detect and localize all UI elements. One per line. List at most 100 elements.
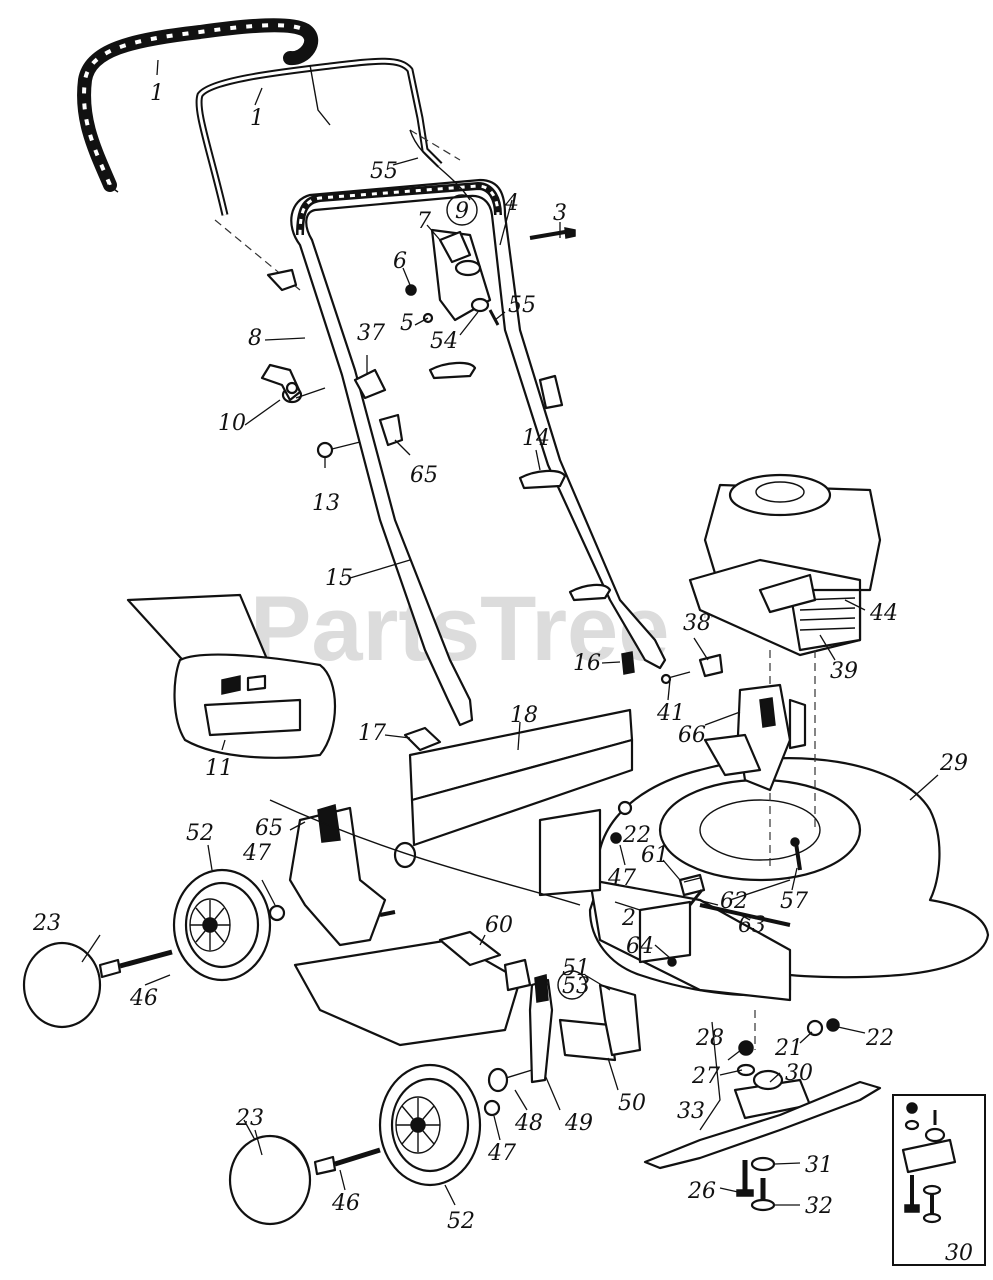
callout-2: 2 (621, 906, 636, 931)
bracket-plate-50 (558, 1018, 617, 1062)
callout-38: 38 (683, 611, 711, 636)
callout-23b: 23 (235, 1106, 264, 1131)
control-bracket (430, 228, 492, 322)
callout-54: 54 (430, 329, 458, 354)
callout-28: 28 (695, 1026, 724, 1051)
blade-bolt-32 (750, 1178, 776, 1212)
callout-32: 32 (805, 1194, 833, 1219)
callout-52a: 52 (186, 821, 214, 846)
callout-52b: 52 (447, 1209, 475, 1234)
callout-1a: 1 (150, 81, 164, 106)
wheel-bracket-49 (528, 974, 554, 1084)
washer-31 (750, 1156, 776, 1172)
callout-27: 27 (691, 1064, 720, 1089)
wing-knob-10 (260, 363, 302, 402)
callout-8: 8 (248, 326, 262, 351)
cable-tie-lower (568, 583, 612, 602)
callout-47a: 47 (242, 841, 271, 866)
bolt-16 (621, 651, 635, 675)
handle-bolt-13 (316, 441, 361, 459)
blade-adapter-30 (733, 1069, 812, 1120)
callout-63: 63 (738, 913, 766, 938)
callout-46b: 46 (331, 1191, 360, 1216)
callout-9-circle (446, 194, 478, 226)
callout-44: 44 (869, 601, 898, 626)
callout-labels: 1 1 3 4 5 6 7 8 9 10 11 13 14 15 16 17 1… (32, 81, 973, 1266)
callout-16: 16 (573, 651, 601, 676)
callout-46a: 46 (129, 986, 158, 1011)
callout-47b: 47 (607, 866, 636, 891)
lower-handle (290, 178, 667, 727)
side-discharge-chute (293, 930, 532, 1047)
callout-64: 64 (626, 934, 654, 959)
bracket-38 (698, 653, 724, 678)
deck-hardware-21-22 (806, 1018, 840, 1037)
callout-65a: 65 (255, 816, 283, 841)
callout-41: 41 (656, 701, 685, 726)
mower-blade-33 (643, 1080, 882, 1170)
callout-11: 11 (205, 756, 233, 781)
cable-clip-65 (378, 413, 404, 447)
callout-3: 3 (553, 201, 567, 226)
screw-41 (660, 671, 691, 685)
callout-39: 39 (830, 659, 858, 684)
part-53-circled (557, 970, 587, 1000)
callout-10: 10 (218, 411, 246, 436)
washer-47-bottom (483, 1099, 501, 1117)
axle-bolt-46-top (98, 949, 173, 979)
door-bracket-17 (403, 726, 442, 752)
bolt-64 (667, 957, 677, 967)
blade-bolt-26 (736, 1160, 754, 1197)
grass-catcher-bag (126, 593, 336, 759)
callout-5: 5 (400, 311, 414, 336)
callout-22a: 22 (622, 823, 651, 848)
callout-61: 61 (641, 843, 669, 868)
callout-50: 50 (618, 1091, 646, 1116)
callout-66: 66 (678, 723, 706, 748)
callout-30b: 30 (945, 1241, 973, 1266)
callout-14: 14 (522, 426, 550, 451)
deck-hardware-22-47 (610, 800, 633, 844)
cable-tie-upper (428, 361, 477, 380)
washer-47-top (268, 904, 286, 922)
callout-17: 17 (358, 721, 386, 746)
hubcap-23-top (22, 941, 102, 1029)
spring-61 (678, 873, 706, 897)
leader-lines (81, 59, 939, 1206)
callout-62: 62 (720, 889, 748, 914)
callout-53: 53 (562, 974, 590, 999)
hubcap-23-bottom (228, 1134, 312, 1226)
callout-15: 15 (325, 566, 353, 591)
callout-7: 7 (417, 209, 431, 234)
callout-29: 29 (939, 751, 968, 776)
inset-box (892, 1094, 986, 1266)
callout-57: 57 (780, 889, 808, 914)
handle-bracket-right (538, 374, 564, 410)
callout-13: 13 (312, 491, 340, 516)
rear-wheel-bracket (288, 804, 396, 947)
engine (688, 473, 882, 657)
nut-6 (405, 284, 417, 296)
callout-31: 31 (805, 1153, 833, 1178)
callout-51: 51 (562, 956, 590, 981)
callout-55a: 55 (370, 159, 398, 184)
callout-18: 18 (510, 703, 538, 728)
cable-55 (409, 129, 500, 326)
callout-6: 6 (393, 249, 407, 274)
pin-62 (688, 889, 704, 906)
callout-26: 26 (687, 1179, 716, 1204)
front-wheel-bottom (378, 1063, 482, 1187)
callout-49: 49 (564, 1111, 593, 1136)
callout-55b: 55 (508, 293, 536, 318)
callout-33: 33 (677, 1099, 705, 1124)
knob-48 (487, 1067, 533, 1093)
callout-30a: 30 (785, 1061, 813, 1086)
height-adjuster-66 (703, 683, 807, 792)
bracket-51 (598, 983, 642, 1057)
rod-63 (699, 903, 791, 927)
upper-handle-bar (195, 57, 443, 216)
callout-23a: 23 (32, 911, 61, 936)
callout-37: 37 (357, 321, 385, 346)
washer-stack-27-28 (736, 1040, 756, 1077)
